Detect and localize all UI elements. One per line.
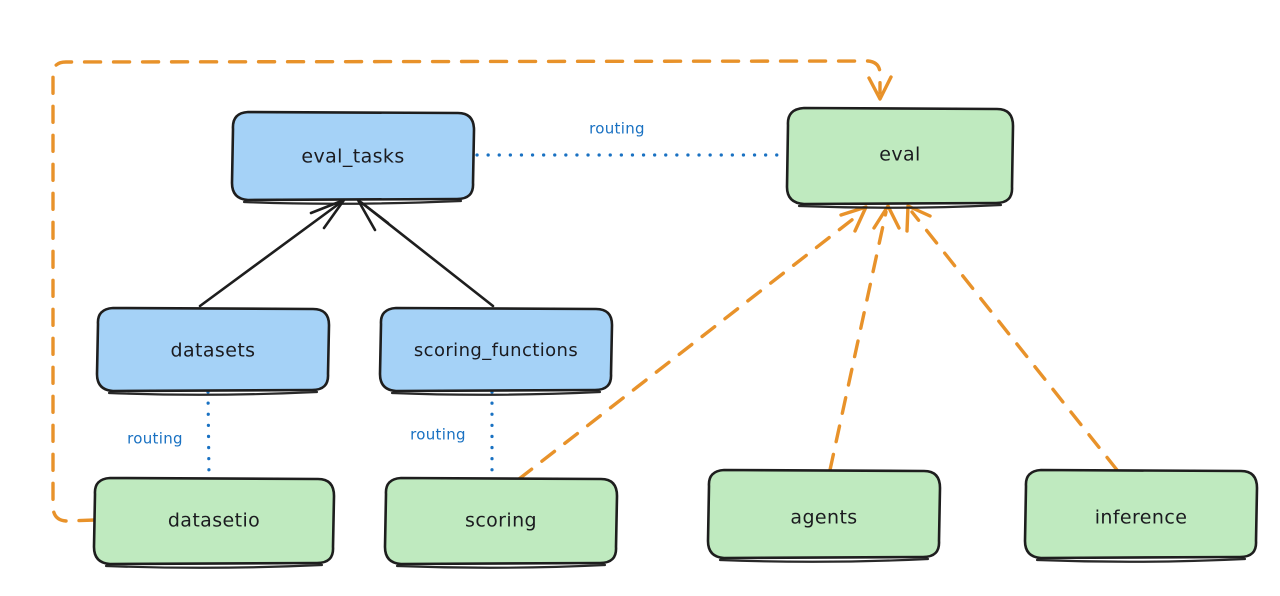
edge-label-routing-datasets-datasetio: routing [127, 430, 183, 448]
edge-label-routing-eval-tasks-eval: routing [589, 120, 645, 138]
node-datasets[interactable]: datasets [95, 306, 331, 396]
edge-inference-to-eval [905, 204, 1119, 472]
node-eval-label: eval [879, 144, 920, 166]
node-inference-label: inference [1095, 507, 1188, 529]
node-agents[interactable]: agents [706, 468, 942, 563]
arrowhead-icon [872, 204, 901, 230]
edge-scoring-functions-to-eval-tasks [356, 198, 495, 308]
node-eval-tasks[interactable]: eval_tasks [230, 110, 476, 205]
edge-datasets-to-datasetio [206, 390, 211, 478]
node-datasets-label: datasets [171, 340, 256, 362]
node-inference[interactable]: inference [1023, 468, 1259, 563]
node-layer: eval_tasks eval datasets scoring_functio… [92, 106, 1259, 569]
edge-datasets-to-eval-tasks [198, 198, 346, 308]
arrowhead-icon [867, 75, 893, 101]
node-eval[interactable]: eval [785, 106, 1015, 209]
node-datasetio-label: datasetio [168, 510, 260, 532]
node-scoring-label: scoring [465, 510, 537, 532]
node-scoring-functions[interactable]: scoring_functions [378, 306, 614, 396]
arrowhead-icon [905, 204, 932, 233]
node-datasetio[interactable]: datasetio [92, 476, 336, 569]
node-scoring-functions-label: scoring_functions [414, 340, 578, 361]
edge-label-layer: routing routing routing [127, 120, 645, 448]
edge-label-routing-scoring-functions-scoring: routing [410, 426, 466, 444]
edge-agents-to-eval [828, 204, 901, 472]
node-eval-tasks-label: eval_tasks [301, 146, 404, 168]
node-scoring[interactable]: scoring [383, 476, 619, 569]
edge-datasetio-to-eval [51, 59, 893, 523]
node-agents-label: agents [790, 507, 857, 529]
edge-layer [51, 59, 1119, 523]
